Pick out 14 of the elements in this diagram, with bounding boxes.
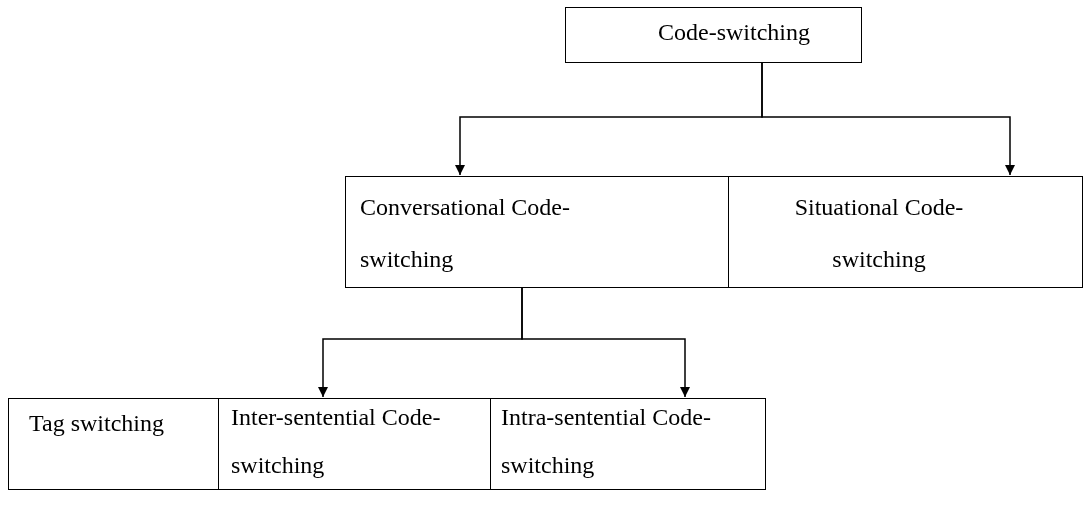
node-label: Code-switching (658, 18, 811, 47)
arrow (761, 62, 1015, 176)
text-box (218, 398, 491, 490)
node-label: Conversational Code-switching (360, 193, 571, 274)
text-box (8, 398, 219, 490)
node-label: Inter-sentential Code-switching (231, 403, 442, 480)
node-label: Intra-sentential Code-switching (501, 403, 712, 480)
text-box (490, 398, 766, 490)
node-label: Tag switching (29, 409, 165, 438)
text-box (728, 176, 1083, 288)
text-box (345, 176, 729, 288)
arrow (521, 287, 690, 398)
text-box (565, 7, 862, 63)
node-label: Situational Code-switching (793, 193, 965, 274)
